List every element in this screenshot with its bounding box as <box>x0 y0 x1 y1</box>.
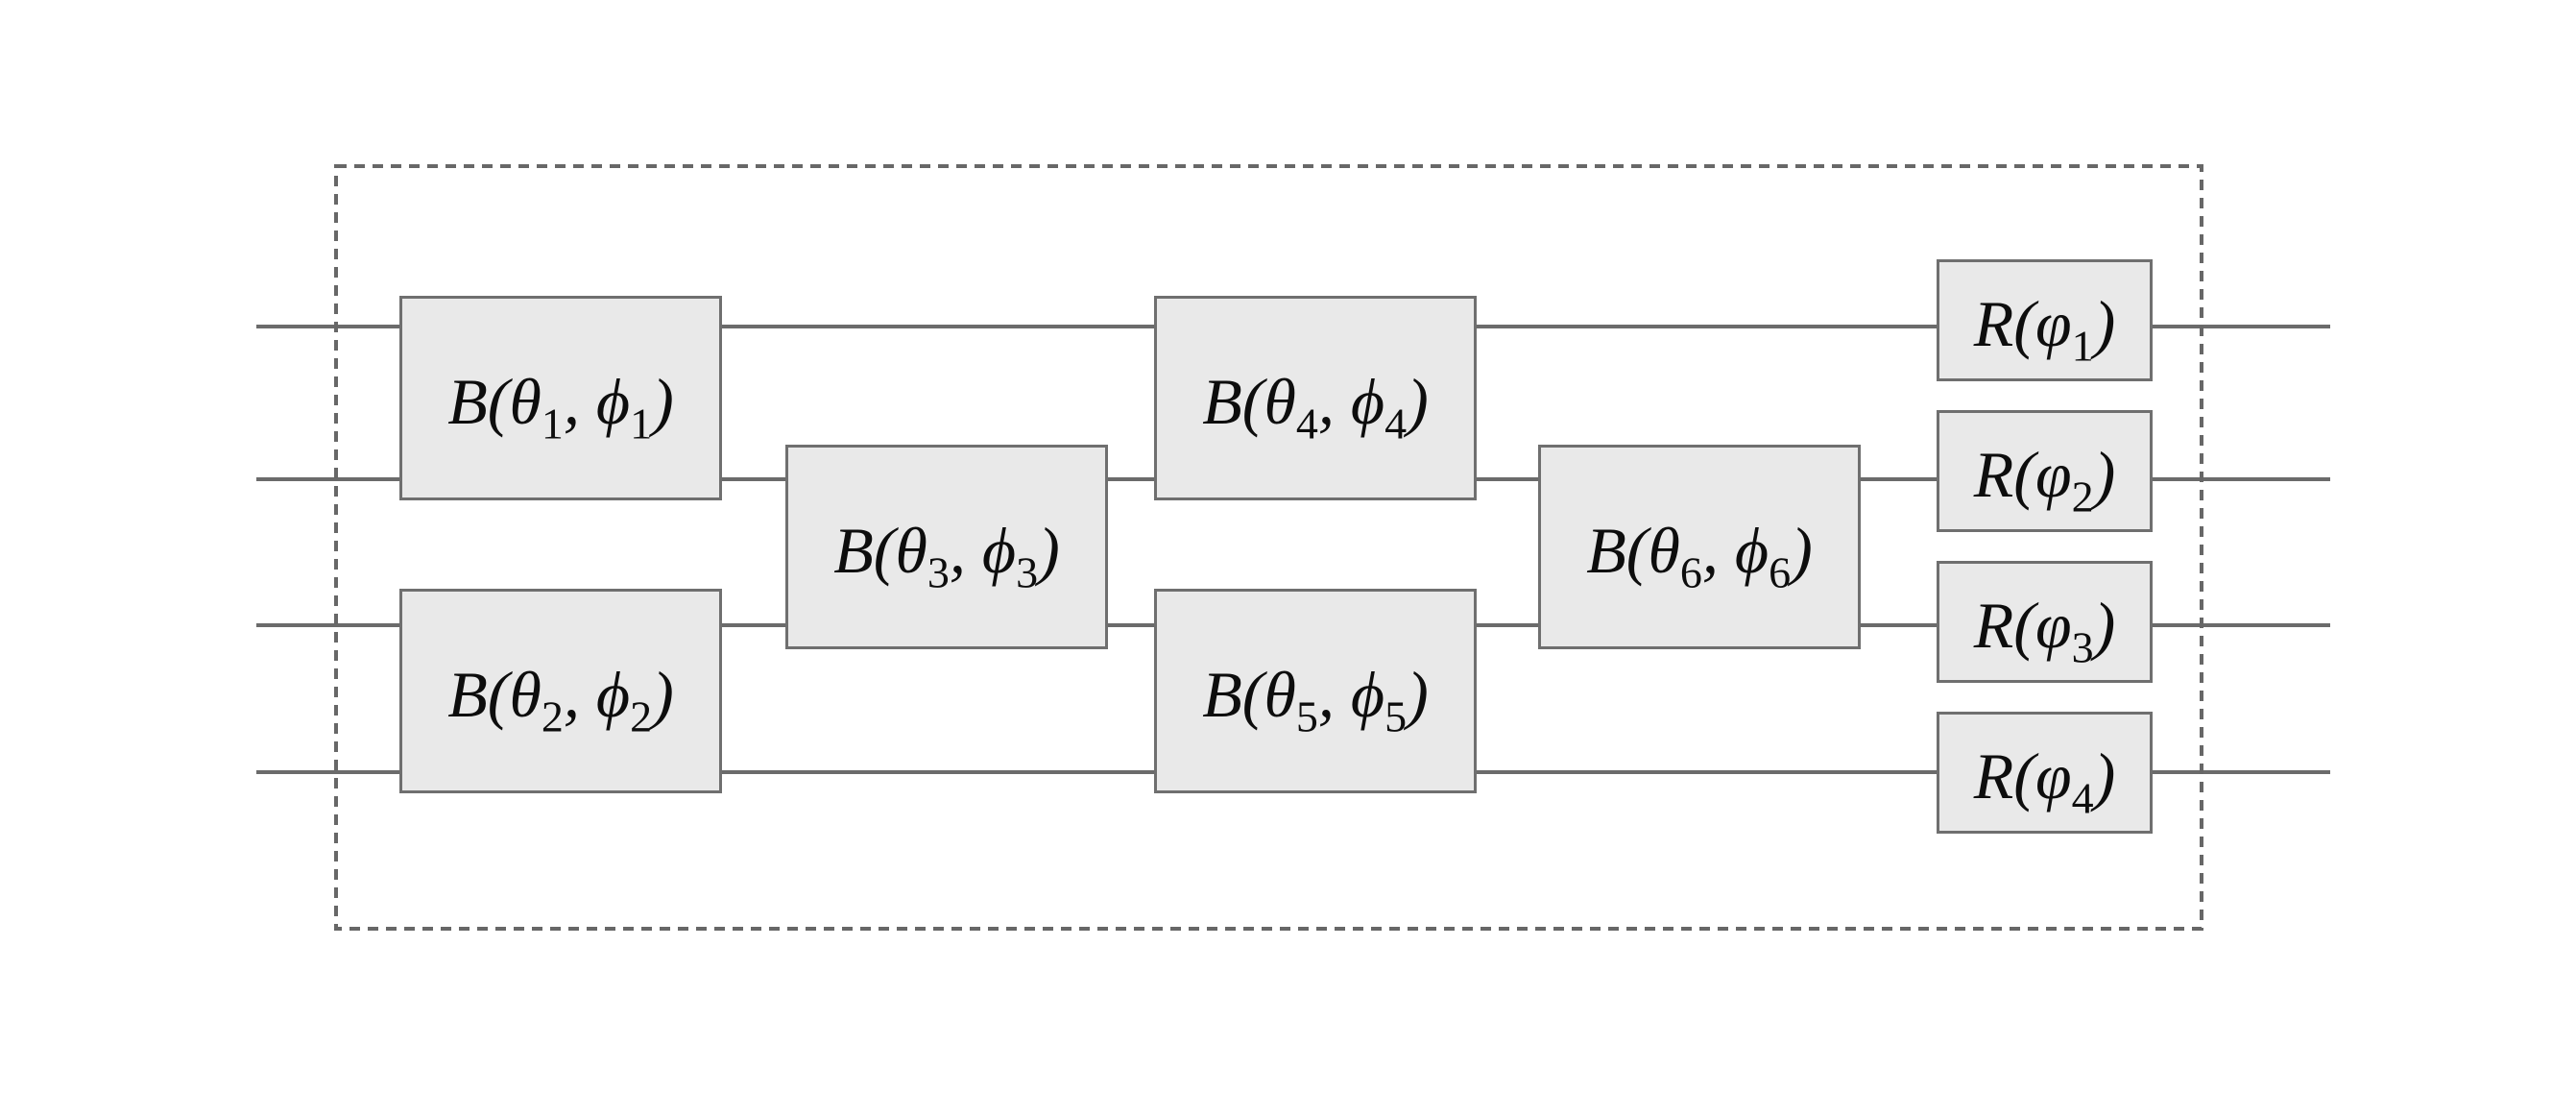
b-gate-5: B(θ5, ϕ5) <box>1154 589 1477 793</box>
r-gate-3-label: R(φ3) <box>1973 588 2116 672</box>
r-gate-3: R(φ3) <box>1937 561 2153 683</box>
r-gate-2-label: R(φ2) <box>1973 437 2116 522</box>
b-gate-6: B(θ6, ϕ6) <box>1538 445 1861 649</box>
r-gate-1-label: R(φ1) <box>1973 286 2116 371</box>
r-gate-2: R(φ2) <box>1937 410 2153 532</box>
b-gate-2: B(θ2, ϕ2) <box>399 589 722 793</box>
b-gate-5-label: B(θ5, ϕ5) <box>1202 657 1429 741</box>
b-gate-3-label: B(θ3, ϕ3) <box>833 513 1060 597</box>
b-gate-6-label: B(θ6, ϕ6) <box>1586 513 1813 597</box>
b-gate-1-label: B(θ1, ϕ1) <box>447 364 674 449</box>
r-gate-4-label: R(φ4) <box>1973 739 2116 823</box>
r-gate-1: R(φ1) <box>1937 259 2153 381</box>
b-gate-3: B(θ3, ϕ3) <box>785 445 1108 649</box>
b-gate-4: B(θ4, ϕ4) <box>1154 296 1477 500</box>
b-gate-2-label: B(θ2, ϕ2) <box>447 657 674 741</box>
r-gate-4: R(φ4) <box>1937 712 2153 834</box>
ansatz-boundary-dashed-box <box>334 164 2203 931</box>
b-gate-1: B(θ1, ϕ1) <box>399 296 722 500</box>
b-gate-4-label: B(θ4, ϕ4) <box>1202 364 1429 449</box>
